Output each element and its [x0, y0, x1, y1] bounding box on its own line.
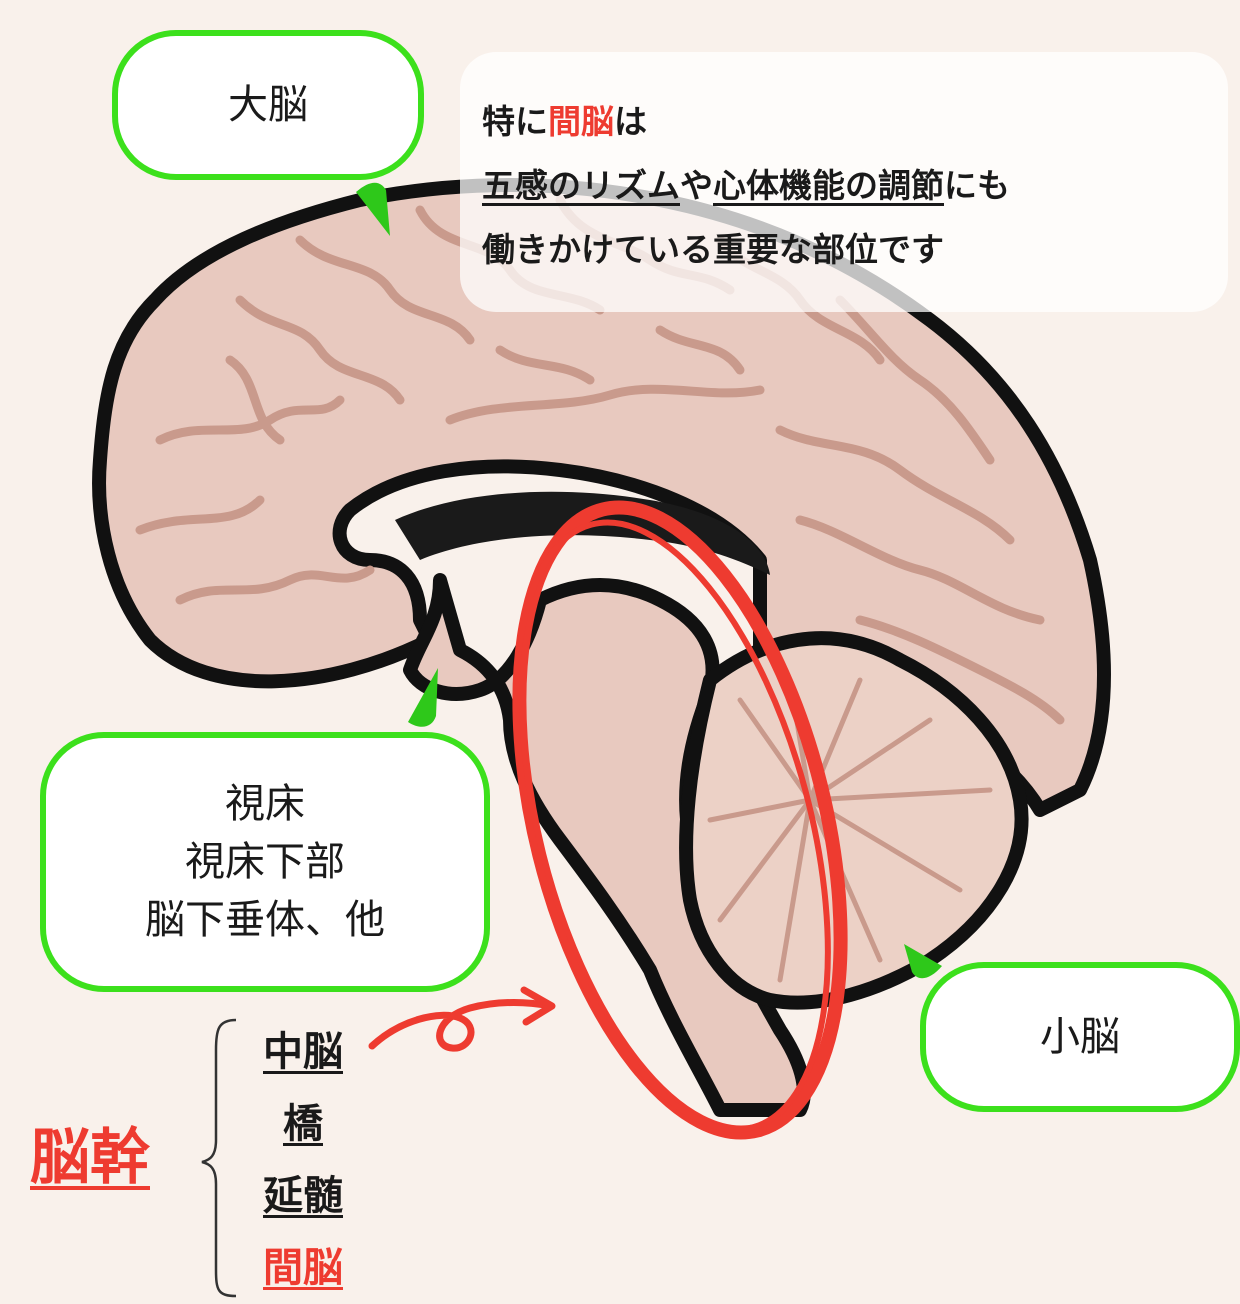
cerebellum-folds [707, 677, 993, 983]
diencephalon-label-bubble: 視床 視床下部 脳下垂体、他 [40, 732, 490, 992]
note-underlined-regulation: 心体機能の調節 [713, 166, 944, 205]
pons-label: 橋 [283, 1100, 323, 1147]
pituitary-label: 脳下垂体、他 [145, 897, 385, 943]
brainstem-arrow [368, 999, 554, 1052]
medulla-label: 延髄 [263, 1172, 343, 1219]
cerebrum-pointer [356, 182, 390, 236]
cerebrum-label-bubble: 大脳 [112, 30, 424, 180]
brainstem-title: 脳幹 [30, 1123, 150, 1193]
midbrain-label: 中脳 [263, 1028, 343, 1075]
cerebellum-shape [679, 631, 1029, 1010]
note-highlight: 間脳 [548, 102, 614, 141]
brainstem-parts-list: 中脳 橋 延髄 間脳 [238, 1016, 368, 1304]
arrow-head [520, 986, 556, 1026]
note-line2-suffix: にも [944, 166, 1010, 205]
note-prefix: 特に [482, 102, 548, 141]
cerebellum-label-bubble: 小脳 [920, 962, 1240, 1112]
diencephalon-label: 間脳 [263, 1244, 343, 1291]
cerebellum-label: 小脳 [1040, 1014, 1120, 1060]
brainstem-brace [201, 1018, 237, 1298]
corpus-callosum-gap [395, 491, 770, 575]
note-line-1: 特に間脳は [482, 90, 1208, 154]
note-line-3: 働きかけている重要な部位です [482, 230, 944, 269]
thalamus-label: 視床 [225, 781, 305, 827]
cerebrum-label: 大脳 [228, 82, 308, 128]
diencephalon-note: 特に間脳は 五感のリズムや心体機能の調節にも 働きかけている重要な部位です [460, 52, 1228, 312]
note-connector: や [680, 166, 713, 205]
note-underlined-rhythm: 五感のリズム [482, 166, 680, 205]
note-line-2: 五感のリズムや心体機能の調節にも [482, 154, 1208, 218]
diencephalon-highlight-ellipse [512, 500, 848, 1140]
cerebellum-pointer [904, 944, 942, 979]
thalamus-pointer [408, 668, 438, 727]
hypothalamus-label: 視床下部 [185, 839, 345, 885]
note-suffix: は [614, 102, 647, 141]
